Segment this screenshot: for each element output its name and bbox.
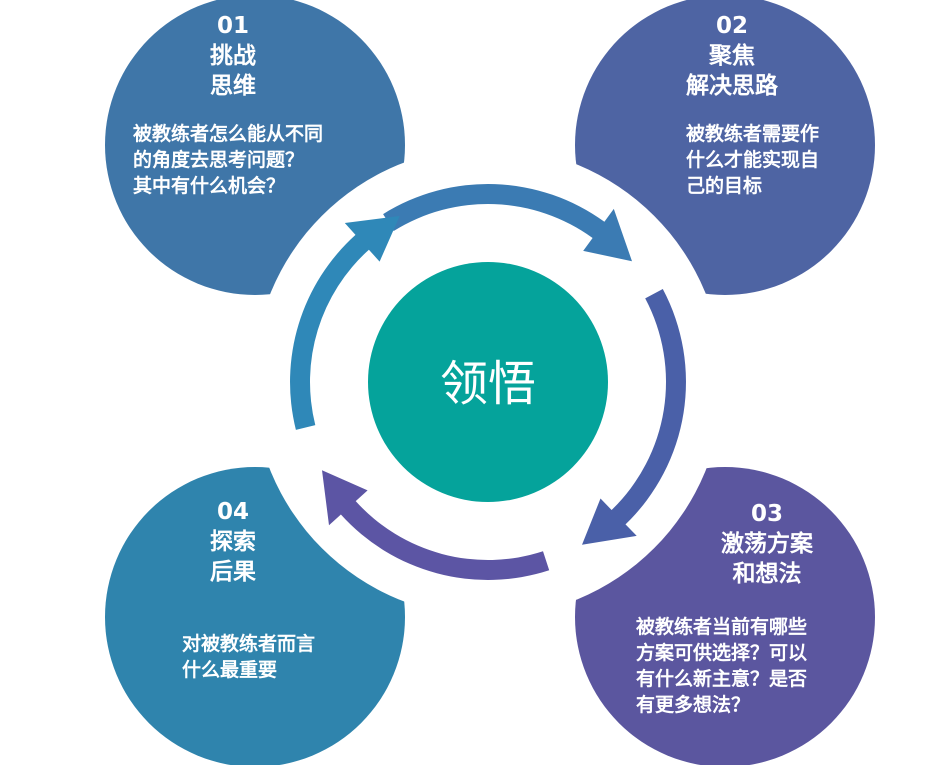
step-01-title-line-2: 思维 (210, 72, 256, 99)
step-01-body-line-2: 的角度去思考问题？ (133, 148, 304, 171)
step-04-number: 04 (217, 499, 249, 525)
step-01-number: 01 (217, 13, 249, 39)
step-04-title-line-2: 后果 (210, 559, 256, 585)
cycle-arrow-left (290, 216, 400, 430)
step-04-body-line-2: 什么最重要 (182, 658, 277, 681)
center-circle (368, 262, 608, 502)
cycle-arrow-bottom (322, 470, 550, 580)
step-04-body-line-1: 对被教练者而言 (182, 632, 315, 655)
step-03-body-line-2: 方案可供选择？可以 (636, 641, 807, 664)
step-03-body-line-3: 有什么新主意？是否 (636, 667, 807, 690)
step-02: 02 聚焦 解决思路 被教练者需要作 什么才能实现自 己的目标 (686, 13, 819, 197)
step-04-title-line-1: 探索 (210, 529, 256, 555)
step-03-body-line-4: 有更多想法？ (636, 693, 750, 716)
step-03: 03 激荡方案 和想法 被教练者当前有哪些 方案可供选择？可以 有什么新主意？是… (636, 501, 814, 716)
step-02-body-line-2: 什么才能实现自 (686, 148, 819, 171)
step-01-body-line-3: 其中有什么机会？ (133, 174, 285, 197)
step-01-body-line-1: 被教练者怎么能从不同 (133, 122, 323, 145)
step-02-body-line-3: 己的目标 (686, 174, 762, 197)
step-03-body-line-1: 被教练者当前有哪些 (636, 615, 807, 638)
step-02-title-line-2: 解决思路 (686, 72, 779, 99)
center-label: 领悟 (440, 356, 536, 412)
cycle-arrow-right (582, 289, 686, 545)
cycle-arrow-top (383, 184, 632, 262)
step-03-title-line-1: 激荡方案 (721, 530, 814, 557)
step-02-body-line-1: 被教练者需要作 (686, 122, 819, 145)
step-02-number: 02 (716, 13, 748, 39)
step-03-title-line-2: 和想法 (733, 561, 802, 587)
step-01-title-line-1: 挑战 (210, 43, 256, 69)
step-02-title-line-1: 聚焦 (708, 42, 755, 69)
step-04: 04 探索 后果 对被教练者而言 什么最重要 (182, 499, 315, 681)
step-03-number: 03 (751, 501, 783, 527)
step-01: 01 挑战 思维 被教练者怎么能从不同 的角度去思考问题？ 其中有什么机会？ (133, 13, 323, 197)
